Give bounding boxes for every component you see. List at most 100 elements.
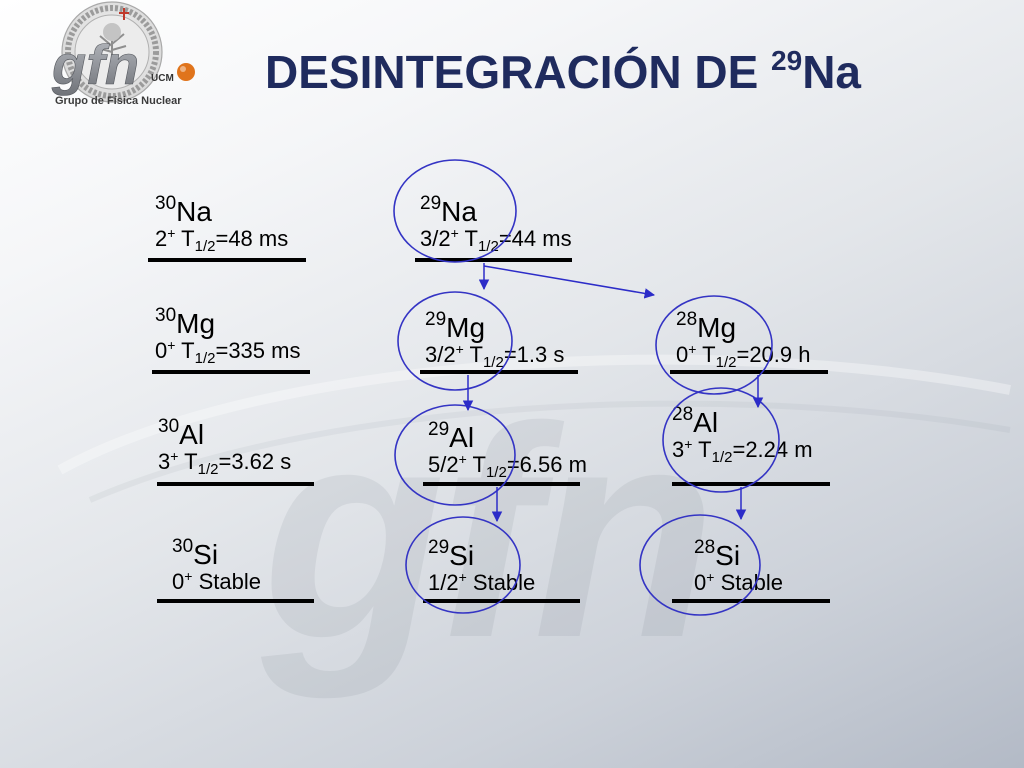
nuclide-label: 28Al	[672, 405, 813, 438]
nuclide-label: 30Al	[158, 417, 291, 450]
logo-ball-highlight	[180, 66, 186, 72]
mass-number: 30	[172, 536, 194, 557]
seal-lettering-ring	[65, 5, 159, 99]
nuclide-na30: 30Na 2+ T1/2=48 ms	[155, 194, 289, 255]
nuclide-al29: 29Al 5/2+ T1/2=6.56 m	[428, 420, 587, 481]
half-life-value: =20.9 h	[736, 342, 811, 367]
half-life-symbol: T	[464, 226, 478, 251]
mass-number: 30	[155, 305, 177, 326]
nuclide-label: 28Mg	[676, 310, 810, 342]
gfn-ucm-logo: gfn UCM Grupo de Física Nuclear	[51, 1, 195, 107]
half-life-subscript: 1/2	[485, 464, 507, 481]
nuclide-mg30: 30Mg 0+ T1/2=335 ms	[155, 306, 301, 367]
nuclide-label: 30Si	[172, 537, 261, 570]
nuclide-label: 30Na	[155, 194, 288, 227]
logo-group-name: Grupo de Física Nuclear	[55, 95, 182, 107]
slide-title: DESINTEGRACIÓN DE 29Na	[265, 47, 861, 96]
nuclide-properties: 3/2+ T1/2=1.3 s	[425, 341, 565, 371]
spin: 2	[155, 226, 168, 251]
nuclide-properties: 1/2+ Stable	[428, 570, 535, 596]
spin: 3/2	[420, 226, 451, 251]
mass-number: 30	[155, 193, 177, 214]
nuclide-label: 30Mg	[155, 306, 300, 339]
mass-number: 28	[672, 404, 694, 425]
half-life-symbol: T	[181, 338, 195, 363]
half-life-subscript: 1/2	[194, 350, 216, 367]
parity: +	[706, 569, 715, 585]
spin: 0	[172, 569, 185, 594]
element-symbol: Na	[441, 196, 477, 227]
half-life-subscript: 1/2	[197, 461, 219, 478]
half-life-symbol: T	[472, 452, 486, 477]
nuclide-mg29: 29Mg 3/2+ T1/2=1.3 s	[425, 310, 565, 371]
nuclide-label: 28Si	[694, 538, 783, 571]
logo-orange-ball	[177, 63, 195, 81]
swoosh-arc	[88, 400, 1011, 503]
university-seal	[61, 1, 163, 103]
nuclide-na29: 29Na 3/2+ T1/2=44 ms	[420, 194, 572, 255]
half-life-value: =48 ms	[215, 226, 289, 251]
spin: 0	[694, 570, 707, 595]
stability-label: Stable	[198, 569, 261, 594]
nuclide-label: 29Mg	[425, 310, 564, 342]
parity: +	[170, 448, 179, 464]
nuclide-properties: 0+ Stable	[694, 570, 783, 596]
spin: 3/2	[425, 342, 456, 367]
half-life-value: =2.24 m	[732, 437, 813, 462]
parity: +	[167, 225, 176, 241]
half-life-subscript: 1/2	[477, 238, 499, 255]
logo-letters: gfn	[51, 33, 139, 96]
parity: +	[455, 341, 464, 357]
seal-foliage	[103, 23, 121, 41]
seal-cross-icon	[119, 8, 129, 20]
element-symbol: Al	[693, 407, 719, 438]
half-life-subscript: 1/2	[711, 449, 733, 466]
mass-number: 28	[694, 537, 716, 558]
stability-label: Stable	[720, 570, 783, 595]
parity: +	[167, 337, 176, 353]
mass-number: 29	[428, 537, 450, 558]
nuclide-properties: 2+ T1/2=48 ms	[155, 225, 289, 255]
element-symbol: Na	[176, 196, 212, 227]
nuclide-label: 29Si	[428, 538, 535, 570]
nuclide-label: 29Al	[428, 420, 587, 453]
nuclide-properties: 3+ T1/2=3.62 s	[158, 448, 292, 478]
nuclide-al30: 30Al 3+ T1/2=3.62 s	[158, 417, 292, 478]
nuclide-si30: 30Si 0+ Stable	[172, 537, 261, 595]
mass-number: 29	[420, 193, 442, 214]
half-life-value: =6.56 m	[506, 452, 587, 477]
half-life-subscript: 1/2	[482, 354, 504, 371]
spin: 0	[676, 342, 689, 367]
mass-number: 28	[676, 309, 698, 330]
element-symbol: Si	[193, 539, 219, 570]
nuclide-properties: 5/2+ T1/2=6.56 m	[428, 451, 587, 481]
parity: +	[688, 341, 697, 357]
nuclide-si28: 28Si 0+ Stable	[694, 538, 783, 596]
title-mass-number: 29	[771, 45, 803, 76]
nuclide-properties: 0+ T1/2=20.9 h	[676, 341, 811, 370]
parity: +	[184, 568, 193, 584]
half-life-subscript: 1/2	[194, 238, 216, 255]
nuclide-al28: 28Al 3+ T1/2=2.24 m	[672, 405, 813, 466]
element-symbol: Al	[179, 419, 205, 450]
stability-label: Stable	[472, 570, 536, 595]
element-symbol: Al	[449, 422, 475, 453]
element-symbol: Si	[715, 540, 741, 571]
mass-number: 30	[158, 416, 180, 437]
nuclide-properties: 0+ T1/2=335 ms	[155, 337, 301, 367]
mass-number: 29	[425, 309, 447, 330]
parity: +	[458, 569, 467, 585]
spin: 0	[155, 338, 168, 363]
half-life-value: =1.3 s	[503, 342, 565, 367]
parity: +	[458, 451, 467, 467]
spin: 3	[672, 437, 685, 462]
nuclide-si29: 29Si 1/2+ Stable	[428, 538, 535, 596]
parity: +	[684, 436, 693, 452]
spin: 5/2	[428, 452, 459, 477]
half-life-value: =3.62 s	[218, 449, 292, 474]
half-life-value: =335 ms	[215, 338, 301, 363]
half-life-value: =44 ms	[498, 226, 572, 251]
element-symbol: Mg	[176, 308, 216, 339]
nuclide-label: 29Na	[420, 194, 572, 227]
